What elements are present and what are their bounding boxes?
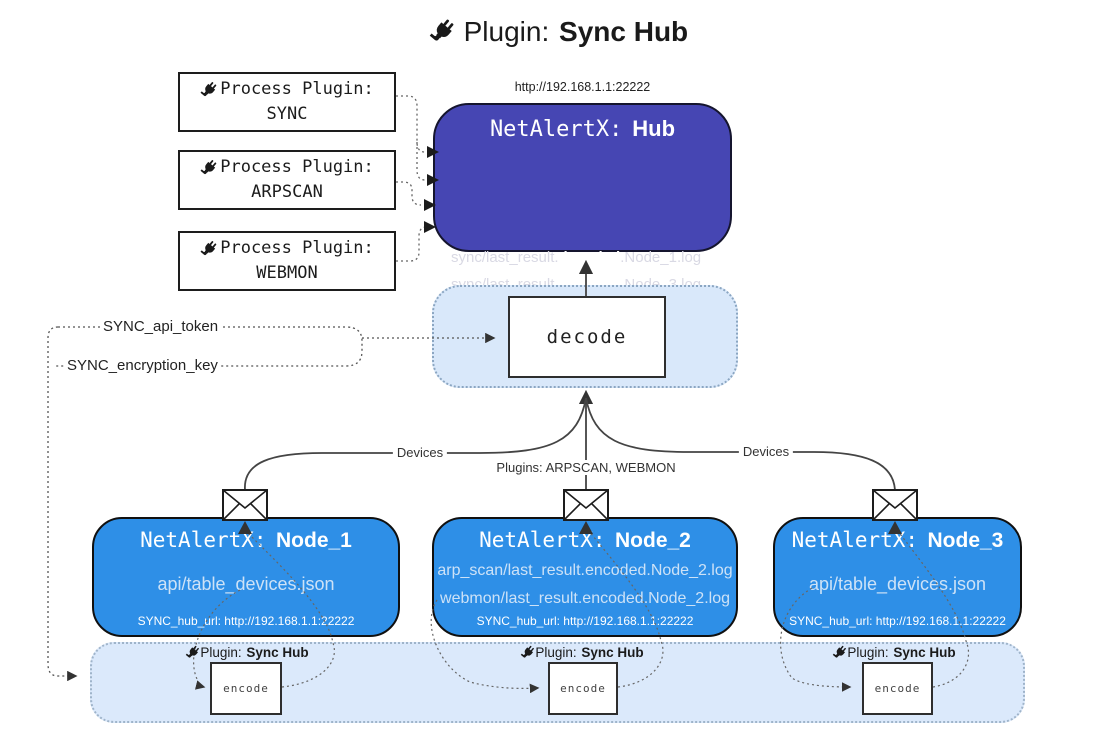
hub-log-line: sync/last_result.decoded.Node_1.log — [451, 249, 702, 266]
devices-edge-label-right: Devices — [738, 444, 794, 459]
message-icon — [563, 489, 609, 521]
process-plugin-webmon: Process Plugin: WEBMON — [178, 231, 396, 291]
process-plugin-label: Process Plugin: — [220, 79, 374, 99]
encode-box: encode — [548, 662, 618, 715]
node1-to-decode-line — [244, 397, 587, 491]
sync-api-token-label: SYNC_api_token — [100, 318, 222, 335]
encoder-plugin-label: Plugin:Sync Hub — [185, 645, 309, 660]
hub-title-name: Hub — [632, 116, 676, 141]
node2-line: arp_scan/last_result.encoded.Node_2.log — [437, 562, 733, 579]
process-plugin-sync: Process Plugin: SYNC — [178, 72, 396, 132]
decode-box: decode — [508, 296, 666, 378]
encoder-plugin-label: Plugin:Sync Hub — [520, 645, 644, 660]
page-title: Plugin: Sync Hub — [0, 16, 1117, 48]
process-plugin-name: WEBMON — [256, 263, 318, 283]
node3-footer: SYNC_hub_url: http://192.168.1.1:22222 — [789, 614, 1006, 628]
message-icon — [222, 489, 268, 521]
process-plugin-label: Process Plugin: — [220, 157, 374, 177]
plug-icon — [200, 240, 218, 258]
process-plugin-arpscan: Process Plugin: ARPSCAN — [178, 150, 396, 210]
plugins-edge-label: Plugins: ARPSCAN, WEBMON — [492, 460, 680, 475]
hub-box: NetAlertX: Hub sync/last_result.decoded.N… — [433, 103, 732, 340]
node2-footer: SYNC_hub_url: http://192.168.1.1:22222 — [476, 614, 694, 628]
encoder-plugin-label: Plugin:Sync Hub — [832, 645, 956, 660]
message-icon — [872, 489, 918, 521]
plug-icon — [200, 159, 218, 177]
node1-line: api/table_devices.json — [157, 574, 335, 594]
node3-title: NetAlertX:Node_3 — [791, 528, 1004, 552]
process-plugin-name: SYNC — [266, 104, 308, 124]
node3-box: NetAlertX:Node_3 api/table_devices.json … — [773, 517, 1022, 637]
node2-title: NetAlertX:Node_2 — [479, 528, 691, 552]
devices-edge-label-left: Devices — [392, 445, 448, 460]
page-title-name: Sync Hub — [559, 16, 689, 47]
hub-url-label: http://192.168.1.1:22222 — [514, 80, 651, 94]
plug-icon — [832, 645, 847, 660]
node1-footer: SYNC_hub_url: http://192.168.1.1:22222 — [137, 614, 355, 628]
encode-box: encode — [210, 662, 282, 715]
node3-line: api/table_devices.json — [808, 574, 987, 594]
plugin-to-hub-wires — [396, 95, 428, 262]
process-plugin-name: ARPSCAN — [251, 182, 323, 202]
node1-box: NetAlertX:Node_1 api/table_devices.json … — [92, 517, 400, 637]
hub-title: NetAlertX: Hub — [435, 116, 730, 142]
page-title-label: Plugin: — [463, 16, 550, 47]
plug-icon — [520, 645, 535, 660]
process-plugin-label: Process Plugin: — [220, 238, 374, 258]
node2-box: NetAlertX:Node_2 arp_scan/last_result.en… — [432, 517, 738, 637]
sync-encryption-key-label: SYNC_encryption_key — [64, 357, 221, 374]
plug-icon — [185, 645, 200, 660]
hub-title-prefix: NetAlertX: — [489, 117, 623, 142]
plug-icon — [429, 18, 456, 45]
plug-icon — [200, 81, 218, 99]
encode-box: encode — [862, 662, 933, 715]
node1-title: NetAlertX:Node_1 — [140, 528, 352, 552]
node2-line: webmon/last_result.encoded.Node_2.log — [440, 590, 730, 607]
